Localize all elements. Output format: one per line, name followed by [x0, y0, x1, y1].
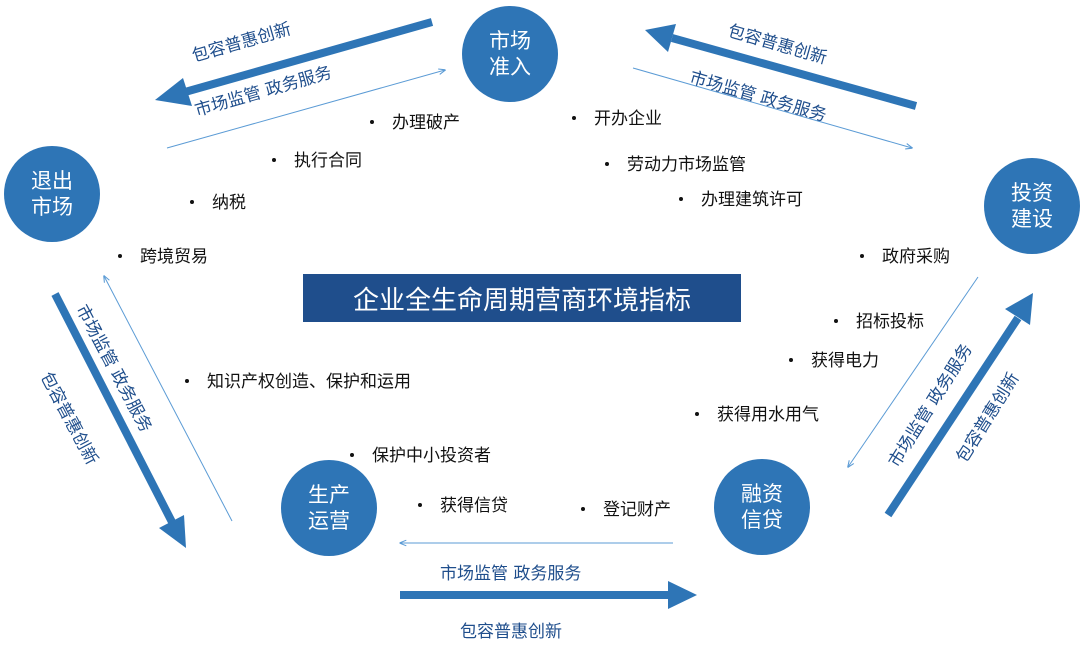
thick-arrowhead-right — [645, 24, 676, 52]
node-operation-line1: 生产 — [308, 483, 350, 507]
node-investment-line2: 建设 — [1011, 207, 1053, 231]
bullet-dot — [581, 506, 585, 511]
node-market-entry-line2: 准入 — [489, 55, 531, 79]
indicator-label: 办理破产 — [392, 113, 460, 133]
indicator-label: 开办企业 — [594, 109, 662, 129]
edge-right-arrows — [848, 276, 1033, 518]
node-market-entry-line1: 市场 — [489, 29, 531, 53]
node-financing: 融资信贷 — [714, 459, 810, 555]
bullet-dot — [118, 253, 122, 258]
indicator-item: 纳税 — [190, 188, 246, 213]
indicator-item: 劳动力市场监管 — [605, 150, 746, 175]
indicator-item: 获得电力 — [789, 346, 879, 371]
node-operation-line2: 运营 — [308, 509, 350, 533]
bullet-dot — [834, 318, 838, 323]
thick-arrowhead-left — [155, 78, 192, 106]
indicator-label: 知识产权创造、保护和运用 — [207, 372, 411, 392]
bullet-dot — [860, 253, 864, 258]
node-financing-line1: 融资 — [741, 482, 783, 506]
indicator-item: 办理建筑许可 — [679, 185, 803, 210]
indicator-label: 办理建筑许可 — [701, 190, 803, 210]
indicator-label: 纳税 — [212, 193, 246, 213]
bullet-dot — [572, 115, 576, 120]
indicator-item: 获得用水用气 — [695, 400, 819, 425]
edge-left-arrows — [51, 276, 233, 548]
bullet-dot — [350, 452, 354, 457]
diagram-title: 企业全生命周期营商环境指标 — [303, 274, 741, 322]
edge-bottom-arrows — [400, 543, 697, 609]
thick-arrowhead-down — [159, 515, 186, 548]
node-investment-line1: 投资 — [1011, 181, 1053, 205]
diagram-title-text: 企业全生命周期营商环境指标 — [352, 285, 691, 316]
indicator-label: 获得电力 — [811, 351, 879, 371]
indicator-item: 知识产权创造、保护和运用 — [185, 367, 411, 392]
node-exit-line2: 市场 — [31, 195, 73, 219]
bullet-dot — [789, 357, 793, 362]
indicator-item: 获得信贷 — [418, 491, 508, 516]
indicator-label: 招标投标 — [856, 312, 924, 332]
edge-top-left-arrows — [155, 18, 445, 149]
bullet-dot — [185, 378, 189, 383]
bullet-dot — [695, 411, 699, 416]
indicator-label: 保护中小投资者 — [372, 446, 491, 466]
bullet-dot — [190, 199, 194, 204]
bullet-dot — [679, 196, 683, 201]
node-operation: 生产运营 — [281, 460, 377, 556]
bullet-dot — [605, 161, 609, 166]
indicator-item: 开办企业 — [572, 104, 662, 129]
indicator-item: 登记财产 — [581, 495, 671, 520]
node-exit: 退出市场 — [4, 146, 100, 242]
bullet-dot — [272, 157, 276, 162]
indicator-label: 登记财产 — [603, 500, 671, 520]
node-financing-line2: 信贷 — [741, 508, 783, 532]
indicator-item: 政府采购 — [860, 242, 950, 267]
node-investment: 投资建设 — [984, 158, 1080, 254]
edge-label-bottom-inner: 市场监管 政务服务 — [440, 564, 582, 584]
node-market-entry: 市场准入 — [462, 6, 558, 102]
indicator-item: 跨境贸易 — [118, 242, 208, 267]
bullet-dot — [418, 502, 422, 507]
indicator-label: 劳动力市场监管 — [627, 155, 746, 175]
node-exit-line1: 退出 — [31, 169, 73, 193]
thick-arrowhead-right-bottom — [668, 581, 697, 609]
bullet-dot — [370, 119, 374, 124]
indicator-item: 招标投标 — [834, 307, 924, 332]
indicator-label: 获得用水用气 — [717, 405, 819, 425]
thick-arrowhead-up — [1005, 293, 1033, 325]
indicator-item: 办理破产 — [370, 108, 460, 133]
indicator-label: 执行合同 — [294, 151, 362, 171]
indicator-label: 政府采购 — [882, 247, 950, 267]
indicator-item: 执行合同 — [272, 146, 362, 171]
indicator-label: 获得信贷 — [440, 496, 508, 516]
indicator-label: 跨境贸易 — [140, 247, 208, 267]
edge-top-right-arrows — [632, 24, 918, 148]
edge-label-bottom-outer: 包容普惠创新 — [460, 622, 562, 642]
indicator-item: 保护中小投资者 — [350, 441, 491, 466]
